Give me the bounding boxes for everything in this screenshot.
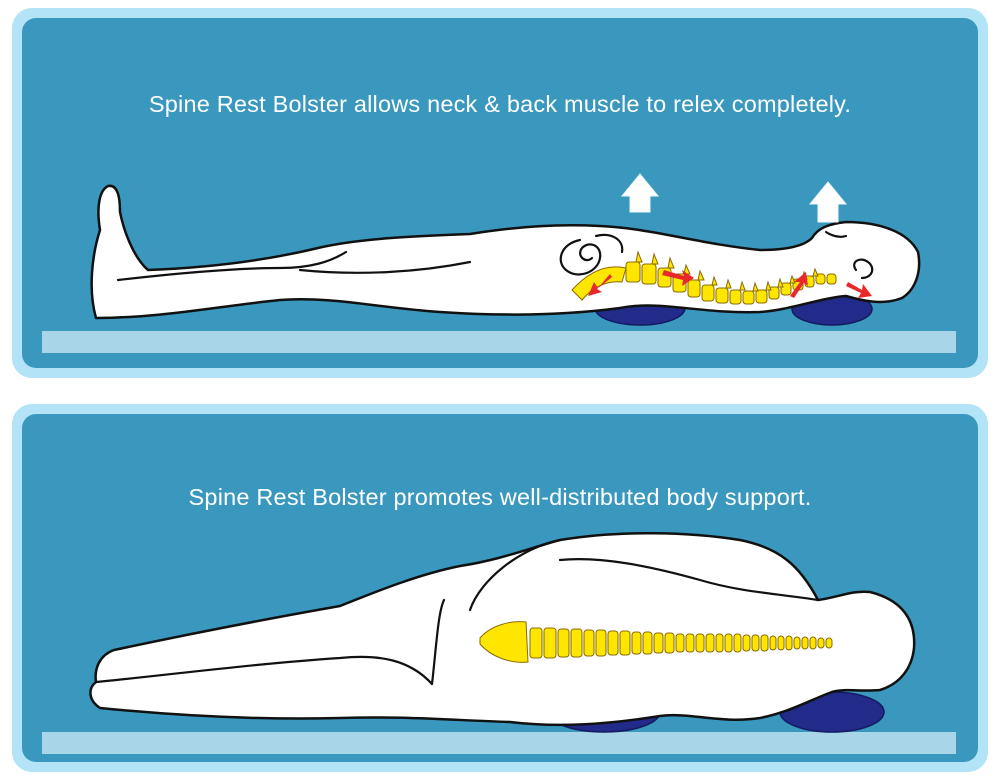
- ear-line: [853, 258, 874, 280]
- arm-line: [298, 260, 472, 274]
- supine-figure-illustration: [90, 173, 921, 326]
- red-arrow-icon-4: [846, 282, 872, 298]
- chin-line: [824, 230, 848, 238]
- leg-line: [116, 250, 348, 282]
- leg-top-line: [94, 655, 434, 686]
- spine-icon-side: [479, 621, 833, 663]
- red-arrow-icon-3: [790, 272, 808, 298]
- supine-body-outline: [90, 184, 921, 320]
- hand-curl: [559, 238, 602, 276]
- panel-back-lying: Spine Rest Bolster allows neck & back mu…: [12, 8, 988, 378]
- red-arrow-icon-2: [662, 270, 694, 286]
- red-arrow-icon-group: [588, 270, 872, 298]
- red-arrow-icon-1: [588, 274, 612, 296]
- spine-icon-back: [571, 250, 837, 305]
- up-arrow-icon-2: [808, 181, 848, 223]
- hand-curl-2: [594, 233, 624, 254]
- buttock-line: [430, 598, 446, 686]
- panel-side-lying-caption: Spine Rest Bolster promotes well-distrib…: [188, 484, 812, 510]
- side-figure-illustration: [89, 532, 916, 733]
- up-arrow-icon-1: [620, 173, 660, 213]
- mattress-board-2: [42, 732, 956, 754]
- mattress-board: [42, 331, 956, 353]
- panel-back-lying-background: Spine Rest Bolster allows neck & back mu…: [22, 18, 978, 368]
- panel-side-lying-background: Spine Rest Bolster promotes well-distrib…: [22, 414, 978, 762]
- panel-side-lying: Spine Rest Bolster promotes well-distrib…: [12, 404, 988, 772]
- arm-line-side: [468, 538, 562, 612]
- back-line: [558, 558, 820, 602]
- up-arrow-icon-group: [620, 173, 848, 223]
- panel-back-lying-caption: Spine Rest Bolster allows neck & back mu…: [148, 91, 852, 117]
